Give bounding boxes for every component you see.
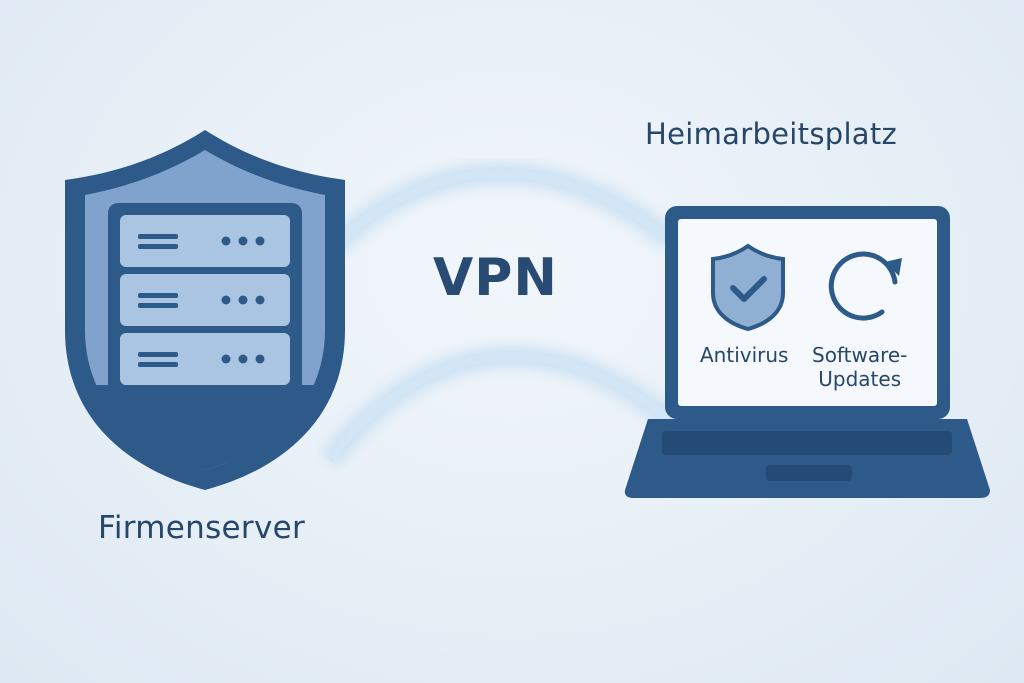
vpn-label: VPN	[433, 248, 558, 308]
software-updates-line2: Updates	[818, 367, 902, 391]
server-unit	[120, 333, 290, 385]
server-unit	[120, 215, 290, 267]
home-workplace-label: Heimarbeitsplatz	[645, 117, 898, 151]
laptop-icon	[624, 206, 990, 498]
server-label: Firmenserver	[98, 510, 306, 546]
refresh-icon	[828, 251, 902, 321]
software-updates-label: Software- Updates	[812, 343, 907, 391]
server-unit	[120, 274, 290, 326]
antivirus-label: Antivirus	[700, 343, 789, 367]
shield-server-icon	[65, 130, 345, 490]
shield-check-icon	[711, 243, 785, 332]
software-updates-line1: Software-	[812, 343, 908, 367]
vpn-tunnel	[321, 162, 677, 467]
